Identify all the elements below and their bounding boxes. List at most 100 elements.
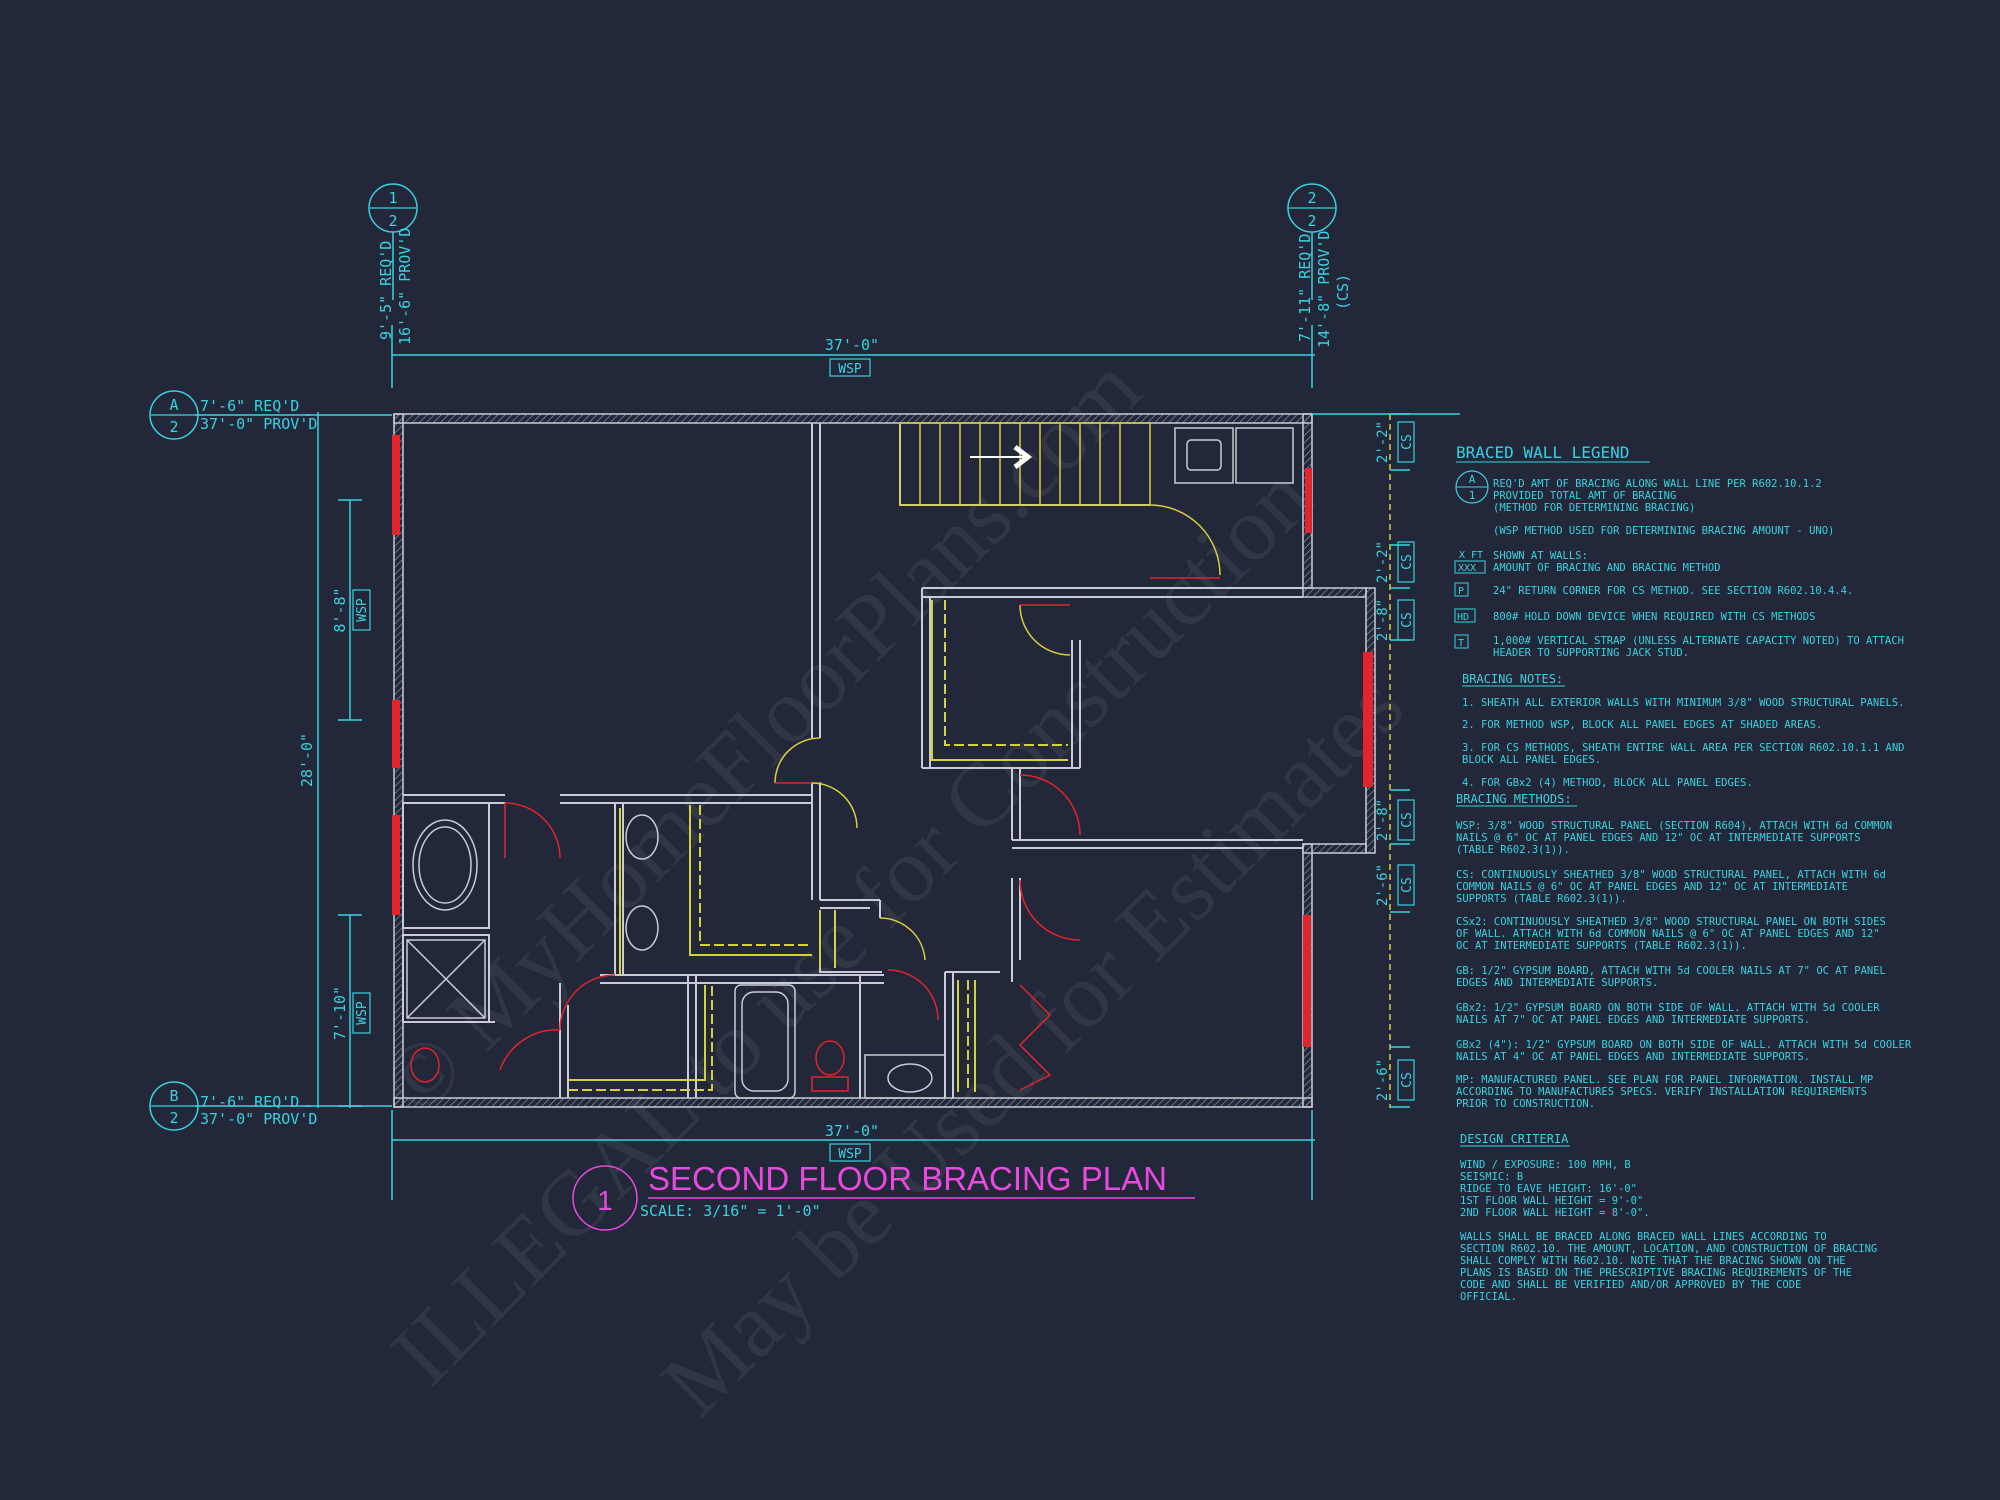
grid-bubble-1-2: 1 2 9'-5" REQ'D 16'-6" PROV'D — [368, 183, 418, 345]
legend-symbol-line2: PROVIDED TOTAL AMT OF BRACING — [1493, 490, 1676, 502]
dim-right-5: 2'-6" — [1375, 864, 1391, 906]
method-gb-line1: GB: 1/2" GYPSUM BOARD, ATTACH WITH 5d CO… — [1456, 965, 1886, 977]
grid-bubble-b-den: 2 — [169, 1109, 178, 1127]
criteria-para-line1: WALLS SHALL BE BRACED ALONG BRACED WALL … — [1460, 1231, 1827, 1243]
criteria-ridge: RIDGE TO EAVE HEIGHT: 16'-0" — [1460, 1183, 1637, 1195]
legend-t-line1: 1,000# VERTICAL STRAP (UNLESS ALTERNATE … — [1493, 635, 1904, 647]
bathtub-oval — [412, 819, 478, 911]
dim-top-width: 37'-0" — [825, 336, 879, 354]
dim-left-seg2: 7'-10" — [331, 986, 349, 1040]
legend-shown-line2: AMOUNT OF BRACING AND BRACING METHOD — [1493, 562, 1721, 574]
dim-left-seg1-method: WSP — [355, 598, 370, 622]
grid-bubble-2-2-den: 2 — [1307, 212, 1316, 230]
method-wsp-line3: (TABLE R602.3(1)). — [1456, 844, 1570, 856]
legend-symbol-line4: (WSP METHOD USED FOR DETERMINING BRACING… — [1493, 525, 1834, 537]
dim-right-2: 2'-2" — [1375, 541, 1391, 583]
sinks — [625, 814, 946, 1099]
stairs — [899, 422, 1151, 506]
criteria-para-line4: PLANS IS BASED ON THE PRESCRIPTIVE BRACI… — [1460, 1267, 1852, 1279]
detail-number: 1 — [597, 1185, 613, 1216]
method-wsp-line1: WSP: 3/8" WOOD STRUCTURAL PANEL (SECTION… — [1456, 820, 1892, 832]
dimension-lines — [195, 232, 1460, 1200]
method-gbx2-4-line1: GBx2 (4"): 1/2" GYPSUM BOARD ON BOTH SID… — [1456, 1039, 1912, 1051]
legend-xft: X FT — [1459, 550, 1483, 561]
criteria-second-floor: 2ND FLOOR WALL HEIGHT = 8'-0". — [1460, 1207, 1650, 1219]
method-csx2-line1: CSx2: CONTINUOUSLY SHEATHED 3/8" WOOD ST… — [1456, 916, 1886, 928]
grid-bubble-2-2: 2 2 7'-11" REQ'D 14'-8" PROV'D (CS) — [1287, 183, 1352, 348]
legend-t-symbol: T — [1458, 638, 1464, 649]
bathtub-rect — [734, 984, 796, 1099]
closet-shelving — [568, 600, 1068, 1092]
design-criteria-heading: DESIGN CRITERIA — [1460, 1132, 1569, 1146]
grid-2-2-provided: 14'-8" PROV'D — [1315, 231, 1333, 348]
grid-bubble-a-den: 2 — [169, 418, 178, 436]
legend-t-line2: HEADER TO SUPPORTING JACK STUD. — [1493, 647, 1689, 659]
method-mp-line2: ACCORDING TO MANUFACTURES SPECS. VERIFY … — [1456, 1086, 1867, 1098]
grid-2-2-required: 7'-11" REQ'D — [1296, 234, 1314, 342]
grid-2-2-method: (CS) — [1334, 274, 1352, 310]
dim-left-seg2-method: WSP — [355, 1001, 370, 1025]
grid-bubble-1-2-den: 2 — [388, 212, 397, 230]
grid-bubble-b-num: B — [169, 1087, 178, 1105]
drawing-scale: SCALE: 3/16" = 1'-0" — [640, 1202, 821, 1220]
criteria-para-line3: SHALL COMPLY WITH R602.10. NOTE THAT THE… — [1460, 1255, 1846, 1267]
legend-heading: BRACED WALL LEGEND — [1456, 443, 1629, 462]
right-dimension-labels: 2'-2" CS 2'-2" CS 2'-8" CS 2'-8" CS 2'-6… — [1375, 421, 1415, 1101]
method-mp-line1: MP: MANUFACTURED PANEL. SEE PLAN FOR PAN… — [1456, 1074, 1873, 1086]
bracing-note-2: 2. FOR METHOD WSP, BLOCK ALL PANEL EDGES… — [1462, 719, 1822, 731]
method-cs-line2: COMMON NAILS @ 6" OC AT PANEL EDGES AND … — [1456, 881, 1848, 893]
criteria-seismic: SEISMIC: B — [1460, 1171, 1523, 1183]
grid-bubble-1-2-num: 1 — [388, 189, 397, 207]
grid-b-provided: 37'-0" PROV'D — [200, 1110, 317, 1128]
grid-bubble-2-2-num: 2 — [1307, 189, 1316, 207]
dim-right-3-method: CS — [1400, 612, 1415, 628]
dim-right-6-method: CS — [1400, 1072, 1415, 1088]
grid-a-provided: 37'-0" PROV'D — [200, 415, 317, 433]
criteria-para-line6: OFFICIAL. — [1460, 1291, 1517, 1303]
drawing-title-block: 1 SECOND FLOOR BRACING PLAN SCALE: 3/16"… — [572, 1160, 1195, 1231]
bracing-note-3b: BLOCK ALL PANEL EDGES. — [1462, 754, 1601, 766]
method-wsp-line2: NAILS @ 6" OC AT PANEL EDGES AND 12" OC … — [1456, 832, 1861, 844]
legend-xxx: XXX — [1458, 563, 1476, 574]
method-gbx2-line1: GBx2: 1/2" GYPSUM BOARD ON BOTH SIDE OF … — [1456, 1002, 1880, 1014]
dim-right-5-method: CS — [1400, 877, 1415, 893]
grid-a-required: 7'-6" REQ'D — [200, 397, 299, 415]
dim-bottom-width: 37'-0" — [825, 1122, 879, 1140]
dim-right-6: 2'-6" — [1375, 1059, 1391, 1101]
legend-p-symbol: P — [1458, 586, 1464, 597]
dim-right-2-method: CS — [1400, 554, 1415, 570]
dim-top-method: WSP — [838, 362, 862, 377]
brace-panels — [392, 435, 1373, 1047]
laundry-appliances — [1174, 427, 1294, 484]
grid-b-required: 7'-6" REQ'D — [200, 1093, 299, 1111]
dim-right-3: 2'-8" — [1375, 599, 1391, 641]
dim-right-1-method: CS — [1400, 434, 1415, 450]
page-title: SECOND FLOOR BRACING PLAN — [648, 1160, 1167, 1197]
stair-arrow-icon — [970, 445, 1033, 469]
method-csx2-line2: OF WALL. ATTACH WITH 6d COMMON NAILS @ 6… — [1456, 928, 1880, 940]
interior-walls — [402, 423, 1303, 1098]
method-cs-line1: CS: CONTINUOUSLY SHEATHED 3/8" WOOD STRU… — [1456, 869, 1886, 881]
legend-hd-symbol: HD — [1457, 612, 1469, 623]
bracing-note-3a: 3. FOR CS METHODS, SHEATH ENTIRE WALL AR… — [1462, 742, 1905, 754]
grid-bubble-a: A 2 7'-6" REQ'D 37'-0" PROV'D — [149, 390, 317, 440]
dim-bottom-method: WSP — [838, 1147, 862, 1162]
dim-right-4: 2'-8" — [1375, 799, 1391, 841]
watermark-group: © MyHomeFloorPlans.com ILLEGAL to use fo… — [362, 337, 1422, 1434]
grid-bubble-b: B 2 7'-6" REQ'D 37'-0" PROV'D — [149, 1081, 317, 1131]
method-mp-line3: PRIOR TO CONSTRUCTION. — [1456, 1098, 1595, 1110]
criteria-para-line2: SECTION R602.10. THE AMOUNT, LOCATION, A… — [1460, 1243, 1877, 1255]
legend-symbol-line3: (METHOD FOR DETERMINING BRACING) — [1493, 502, 1695, 514]
grid-1-2-provided: 16'-6" PROV'D — [396, 228, 414, 345]
dim-right-1: 2'-2" — [1375, 421, 1391, 463]
toilets — [410, 1040, 849, 1092]
design-criteria: DESIGN CRITERIA WIND / EXPOSURE: 100 MPH… — [1460, 1132, 1877, 1303]
bracing-methods: BRACING METHODS: WSP: 3/8" WOOD STRUCTUR… — [1456, 792, 1912, 1110]
grid-1-2-required: 9'-5" REQ'D — [377, 241, 395, 340]
legend-symbol-line1: REQ'D AMT OF BRACING ALONG WALL LINE PER… — [1493, 478, 1822, 490]
criteria-para-line5: CODE AND SHALL BE VERIFIED AND/OR APPROV… — [1460, 1279, 1801, 1291]
legend-symbol-num: A — [1469, 473, 1476, 486]
bracing-notes-heading: BRACING NOTES: — [1462, 672, 1563, 686]
bracing-note-4: 4. FOR GBx2 (4) METHOD, BLOCK ALL PANEL … — [1462, 777, 1753, 789]
